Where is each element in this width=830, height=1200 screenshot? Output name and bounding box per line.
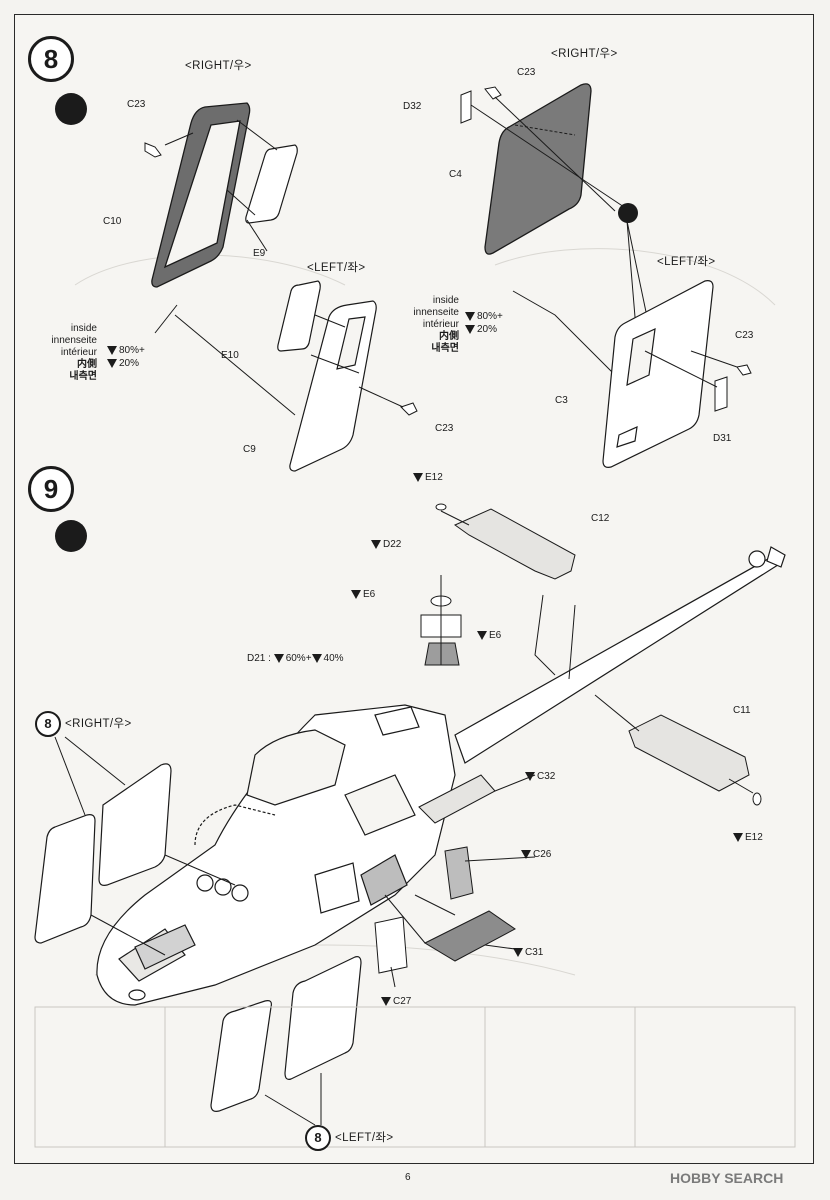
- page-number: 6: [405, 1172, 411, 1183]
- ref-window-right-a: [98, 763, 172, 886]
- color-code-icon: [107, 358, 117, 368]
- label-e6-b: E6: [477, 630, 501, 641]
- color-code-icon: [381, 996, 391, 1006]
- ref-door-left-b: [284, 956, 362, 1080]
- part-d32: [460, 90, 472, 124]
- paint-note-line: 内側: [439, 331, 459, 342]
- step-8-right-header-left: <RIGHT/우>: [185, 60, 252, 72]
- label-e10: E10: [221, 350, 239, 361]
- label-c4: C4: [449, 169, 462, 180]
- part-c26: [444, 846, 474, 900]
- label-e6-a: E6: [351, 589, 375, 600]
- label-c26: C26: [521, 849, 551, 860]
- part-c12: [453, 508, 576, 580]
- color-code-icon: [465, 311, 475, 321]
- paint-note-line: 내측면: [69, 371, 97, 382]
- label-d22: D22: [371, 539, 401, 550]
- part-c23-c: [484, 86, 502, 100]
- glue-tube-icon: [55, 93, 87, 125]
- line-art: [34, 83, 796, 1148]
- color-code-icon: [273, 653, 284, 663]
- paint-note-line: inside: [70, 323, 97, 334]
- color-code-icon: [733, 832, 743, 842]
- color-code-icon: [521, 849, 531, 859]
- label-d21: D21 : 60%+40%: [247, 653, 344, 664]
- color-code-icon: [477, 630, 487, 640]
- paint-mix-right: 80%+ 20%: [465, 311, 503, 335]
- ref-step8-right-label: <RIGHT/우>: [65, 718, 132, 730]
- paint-ratio: 80%+: [477, 311, 503, 322]
- paint-note-line: intérieur: [60, 347, 97, 358]
- paint-ratio: 20%: [119, 358, 140, 369]
- label-c23-d: C23: [735, 330, 754, 341]
- watermark-logo: HOBBY SEARCH: [670, 1170, 784, 1186]
- label-c3: C3: [555, 395, 568, 406]
- paint-mix-left: 80%+ 20%: [107, 345, 145, 369]
- part-c3: [602, 280, 714, 468]
- color-code-icon: [513, 947, 523, 957]
- paint-note-line: inside: [432, 295, 459, 306]
- part-c10: [151, 102, 251, 288]
- color-code-icon: [525, 771, 535, 781]
- color-code-icon: [351, 589, 361, 599]
- paint-note-line: intérieur: [422, 319, 459, 330]
- paint-note-line: 내측면: [431, 343, 459, 354]
- ref-window-right-b: [34, 814, 96, 944]
- label-c23-c: C23: [517, 67, 536, 78]
- ref-step8-left-circle: 8: [305, 1125, 331, 1151]
- paint-note-line: 内側: [77, 359, 97, 370]
- paint-note-left: inside innenseite intérieur 内側 내측면: [37, 323, 97, 383]
- helicopter-body: [96, 546, 786, 1006]
- part-c23-d: [736, 364, 752, 376]
- paint-note-line: innenseite: [51, 335, 97, 346]
- paint-ratio: 20%: [477, 324, 498, 335]
- color-code-icon: [371, 539, 381, 549]
- label-d31: D31: [713, 433, 732, 444]
- label-d32: D32: [403, 101, 422, 112]
- ref-step8-left-label: <LEFT/좌>: [335, 1132, 394, 1144]
- step-8-left-header-right: <LEFT/좌>: [657, 256, 716, 268]
- color-code-icon: [465, 324, 475, 334]
- part-c23-a: [144, 142, 162, 158]
- part-c9: [289, 300, 377, 472]
- ref-door-left-a: [210, 1000, 272, 1112]
- step-8-right-header-right: <RIGHT/우>: [551, 48, 618, 60]
- color-code-icon: [107, 345, 117, 355]
- label-e12-top: E12: [413, 472, 443, 483]
- part-e12-bottom: [752, 792, 762, 806]
- label-c9: C9: [243, 444, 256, 455]
- paint-ratio: 80%+: [119, 345, 145, 356]
- label-c32: C32: [525, 771, 555, 782]
- label-e12-bottom: E12: [733, 832, 763, 843]
- part-c4: [484, 83, 592, 255]
- part-c31: [423, 910, 516, 962]
- part-c23-b: [400, 402, 418, 416]
- label-e9: E9: [253, 248, 266, 259]
- glue-needle-icon: [618, 203, 638, 223]
- part-d31: [714, 376, 728, 412]
- color-code-icon: [311, 653, 322, 663]
- part-c11: [628, 714, 750, 792]
- paint-note-line: innenseite: [413, 307, 459, 318]
- cement-tube-icon: [55, 520, 87, 552]
- label-c27: C27: [381, 996, 411, 1007]
- label-c23-b: C23: [435, 423, 454, 434]
- ref-step8-right-circle: 8: [35, 711, 61, 737]
- part-e10: [277, 280, 321, 352]
- step-8-left-header-left: <LEFT/좌>: [307, 262, 366, 274]
- paint-note-right: inside innenseite intérieur 内側 내측면: [397, 295, 459, 355]
- label-c11: C11: [733, 705, 751, 716]
- instruction-sheet: 8 <RIGHT/우> <LEFT/좌> <RIGHT/우> <LEFT/좌> …: [14, 14, 814, 1164]
- color-code-icon: [413, 472, 423, 482]
- step-8-number: 8: [28, 36, 74, 82]
- label-c31: C31: [513, 947, 543, 958]
- part-c27: [374, 916, 408, 974]
- step-9-number: 9: [28, 466, 74, 512]
- label-c23-a: C23: [127, 99, 146, 110]
- label-c10: C10: [103, 216, 122, 227]
- part-e12-top: [435, 503, 447, 511]
- part-e9: [245, 144, 298, 224]
- label-c12: C12: [591, 513, 610, 524]
